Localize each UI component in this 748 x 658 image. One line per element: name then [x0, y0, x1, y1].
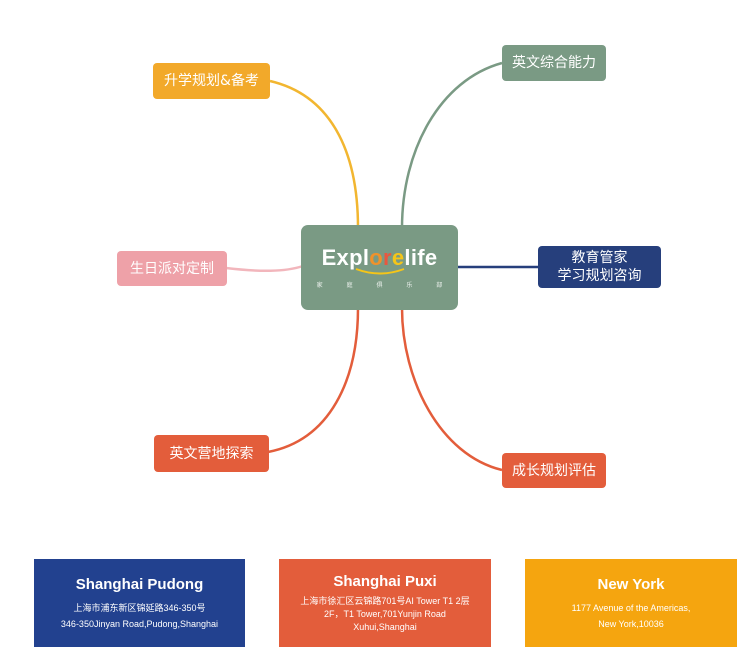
branch-link-shengri [225, 264, 304, 273]
branch-link-shengxue [269, 79, 360, 229]
branch-node-shengri: 生日派对定制 [117, 251, 227, 286]
branch-node-yingwen-zonghe: 英文综合能力 [502, 45, 606, 81]
branch-label-line1: 教育管家 [571, 250, 628, 266]
branch-label: 生日派对定制 [130, 260, 214, 277]
explorelife-logo: Explorelife [321, 245, 438, 270]
branch-node-yingdi: 英文营地探索 [154, 435, 269, 472]
location-address: 上海市浦东新区锦延路346-350号 346-350Jinyan Road,Pu… [60, 602, 219, 629]
branch-link-chengzhang [400, 307, 503, 472]
branch-node-jiaoyu-guanjia: 教育管家 学习规划咨询 [538, 246, 661, 288]
smile-icon [355, 268, 404, 275]
branch-node-shengxue: 升学规划&备考 [153, 63, 270, 99]
branch-link-yingdi [267, 307, 360, 454]
center-subtitle: 家 庭 俱 乐 部 [316, 282, 454, 289]
branch-label: 英文综合能力 [512, 55, 596, 71]
location-address: 上海市徐汇区云锦路701号AI Tower T1 2层 2F，T1 Tower,… [300, 595, 470, 632]
branch-link-yingwen-zonghe [400, 61, 503, 229]
center-logo-node: Explorelife 家 庭 俱 乐 部 [301, 225, 458, 310]
branch-node-chengzhang: 成长规划评估 [502, 453, 606, 488]
location-title: Shanghai Pudong [75, 575, 204, 593]
branch-label-line2: 学习规划咨询 [557, 268, 642, 284]
location-card-newyork: New York 1177 Avenue of the Americas, Ne… [525, 559, 737, 647]
branch-label: 升学规划&备考 [164, 73, 259, 89]
branch-label: 成长规划评估 [512, 462, 596, 479]
location-title: New York [597, 575, 665, 593]
location-card-puxi: Shanghai Puxi 上海市徐汇区云锦路701号AI Tower T1 2… [279, 559, 491, 647]
location-address: 1177 Avenue of the Americas, New York,10… [571, 602, 691, 629]
location-title: Shanghai Puxi [333, 572, 437, 590]
location-card-pudong: Shanghai Pudong 上海市浦东新区锦延路346-350号 346-3… [34, 559, 245, 647]
branch-label: 英文营地探索 [169, 445, 254, 462]
